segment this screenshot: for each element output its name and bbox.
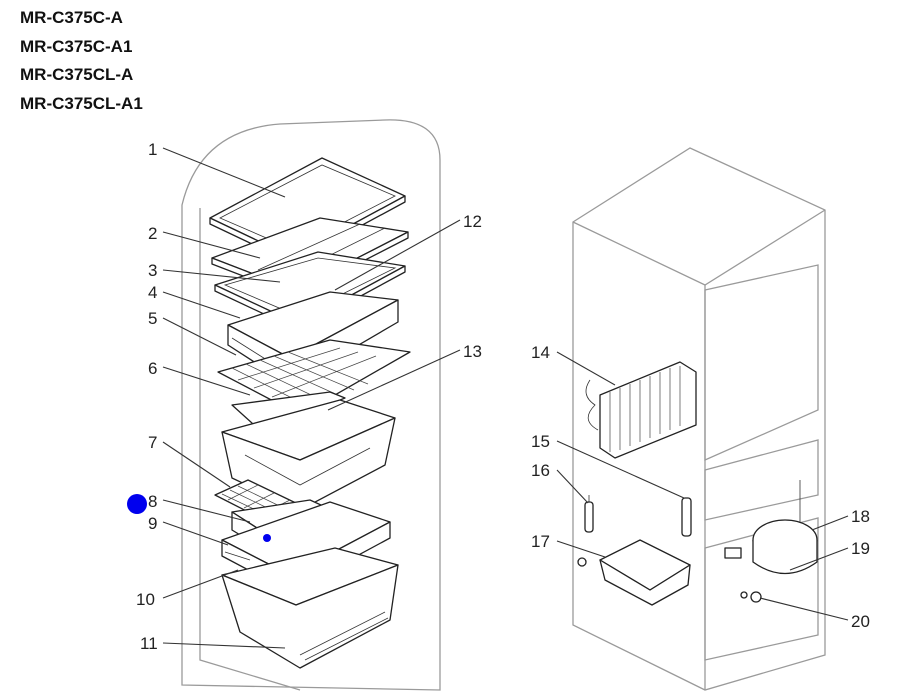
model-number: MR-C375CL-A1: [20, 93, 143, 113]
part-15-filter-drier: [681, 497, 692, 537]
callout-11: 11: [140, 634, 158, 653]
callout-20: 20: [851, 612, 870, 631]
cursor-marker-large: [127, 494, 147, 514]
callout-2: 2: [148, 224, 157, 243]
part-11-bottom-drawer: [221, 547, 399, 669]
rear-cabinet-outline: [572, 147, 826, 691]
part-14-condenser: [585, 361, 697, 459]
callout-18: 18: [851, 507, 870, 526]
callout-9: 9: [148, 514, 157, 533]
model-number: MR-C375C-A1: [20, 36, 133, 56]
cursor-marker-small: [263, 534, 271, 542]
callout-19: 19: [851, 539, 870, 558]
part-13-freezer-drawer: [221, 391, 396, 511]
model-number: MR-C375CL-A: [20, 65, 134, 84]
callout-13: 13: [463, 342, 482, 361]
callout-10: 10: [136, 590, 155, 609]
callout-12: 12: [463, 212, 482, 231]
part-19-relay: [724, 547, 742, 559]
model-number: MR-C375C-A: [20, 8, 123, 27]
callout-labels: 1 2 3 4 5 6 7 8 9 10 11 12 13 14 15 16 1…: [136, 140, 870, 653]
callout-8: 8: [148, 492, 157, 511]
part-16-capillary: [584, 495, 594, 533]
callout-16: 16: [531, 461, 550, 480]
callout-15: 15: [531, 432, 550, 451]
callout-7: 7: [148, 433, 157, 452]
leader-lines: [162, 147, 849, 649]
cabinet-interior-outline: [181, 119, 441, 691]
part-20-grommet: [740, 591, 762, 603]
callout-14: 14: [531, 343, 550, 362]
callout-6: 6: [148, 359, 157, 378]
part-18-compressor: [752, 480, 818, 575]
part-17-drip-tray: [577, 539, 691, 606]
callout-4: 4: [148, 283, 157, 302]
model-list: MR-C375C-A MR-C375C-A1 MR-C375CL-A MR-C3…: [20, 4, 143, 118]
callout-3: 3: [148, 261, 157, 280]
callout-1: 1: [148, 140, 157, 159]
callout-17: 17: [531, 532, 550, 551]
callout-5: 5: [148, 309, 157, 328]
